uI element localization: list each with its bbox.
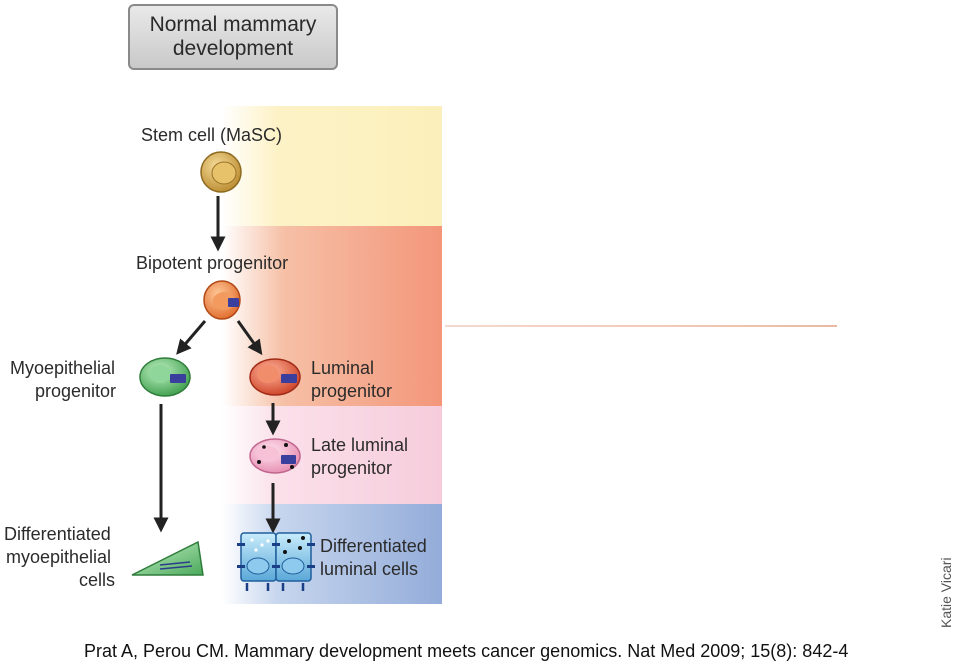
illustrator-credit-text: Katie Vicari [938, 557, 954, 628]
stem-cell [200, 151, 242, 193]
differentiated-luminal-cells [237, 532, 315, 591]
label-diff-myo-line-1: Differentiated [4, 524, 111, 544]
label-diff-myo-line-2: myoepithelial [6, 547, 112, 567]
arrow-bipotent-to-myo [176, 320, 207, 355]
title-line-1: Normal mammary [149, 13, 317, 36]
label-luminal-line-1: Luminal [311, 358, 375, 378]
illustrator-credit: Katie Vicari [936, 557, 960, 630]
label-myoepithelial-line-2: progenitor [35, 381, 117, 401]
title-line-2: development [172, 37, 294, 60]
label-diff-myo-line-3: cells [79, 570, 116, 590]
late-luminal-progenitor-cell [249, 438, 301, 474]
citation: Prat A, Perou CM. Mammary development me… [84, 641, 849, 661]
label-late-luminal-line-1: Late luminal [311, 435, 409, 455]
faint-divider-line [445, 325, 837, 327]
arrow-bipotent-to-luminal [236, 320, 263, 356]
label-luminal-line-2: progenitor [311, 381, 393, 401]
label-myoepithelial-line-1: Myoepithelial [10, 358, 116, 378]
label-bipotent-progenitor: Bipotent progenitor [136, 253, 289, 273]
bipotent-cell [203, 280, 241, 320]
label-late-luminal-line-2: progenitor [311, 458, 393, 478]
stem-cell-band [222, 106, 442, 226]
title-box: Normal mammary development [128, 4, 338, 70]
differentiated-myoepithelial-cell [131, 540, 204, 576]
label-stem-cell: Stem cell (MaSC) [141, 125, 283, 145]
luminal-progenitor-cell [249, 358, 301, 396]
label-diff-luminal-line-2: luminal cells [320, 559, 419, 579]
label-diff-luminal-line-1: Differentiated [320, 536, 427, 556]
myoepithelial-progenitor-cell [139, 357, 191, 397]
